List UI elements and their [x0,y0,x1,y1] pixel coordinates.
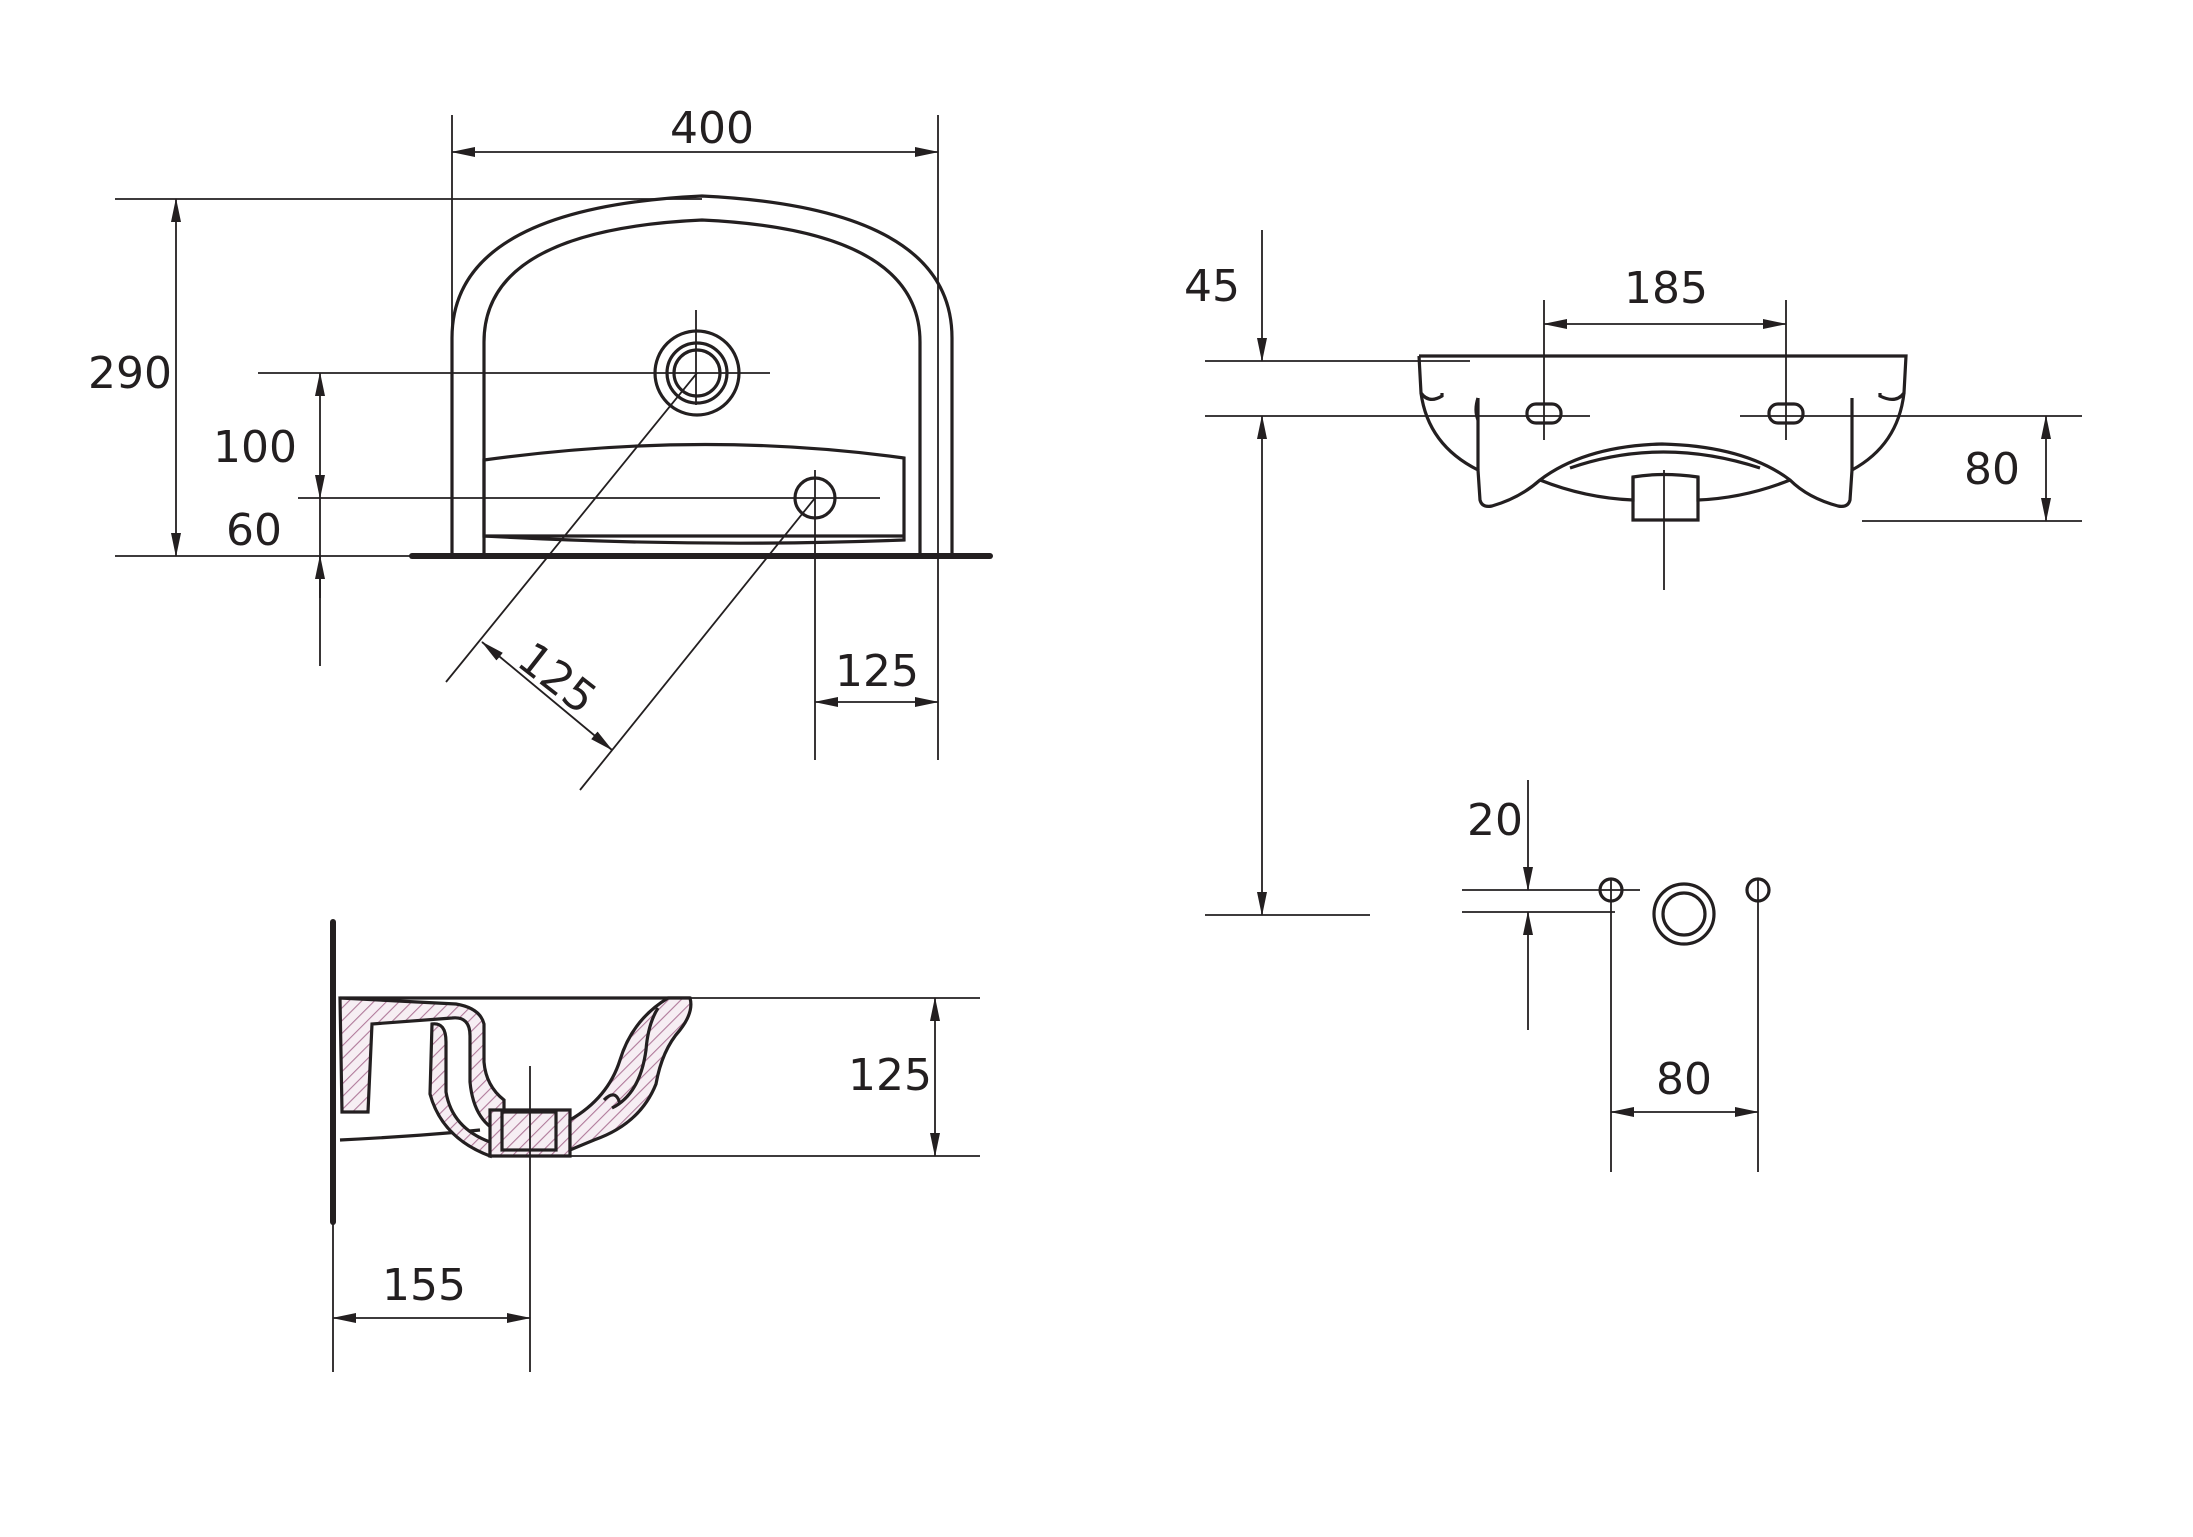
dim-label-155: 155 [382,1260,466,1311]
dim-label-45: 45 [1184,261,1240,312]
dim-label-185: 185 [1624,263,1708,314]
section-back-part [338,996,506,1137]
dim-label-80-rear: 80 [1964,444,2020,495]
side-section-view: 125 155 [330,919,980,1372]
dim-label-80-holes: 80 [1656,1054,1712,1105]
dim-label-125-side: 125 [835,646,919,697]
front-view: 185 45 80 [1184,230,2082,916]
dim-label-125-diagonal: 125 [508,633,606,725]
front-view-bowl [1419,392,1906,508]
top-view-shelf [482,442,906,545]
front-view-rim [1419,354,1908,401]
dim-line-125-diagonal [481,641,613,751]
section-bowl-wall [428,1022,492,1159]
dim-label-125-height: 125 [848,1050,932,1101]
dim-label-400: 400 [670,103,754,154]
section-front-rim [568,996,693,1153]
top-view: 400 290 100 60 125 125 [88,103,993,791]
dim-label-100: 100 [213,422,297,473]
dim-label-290: 290 [88,348,172,399]
dim-label-60: 60 [226,505,282,556]
top-view-basin-outline [450,194,954,555]
top-view-bowl-inner [482,218,922,555]
waste-outlet [1652,882,1716,946]
dim-label-20: 20 [1467,795,1523,846]
holes-view: 20 80 [1205,780,1771,1172]
